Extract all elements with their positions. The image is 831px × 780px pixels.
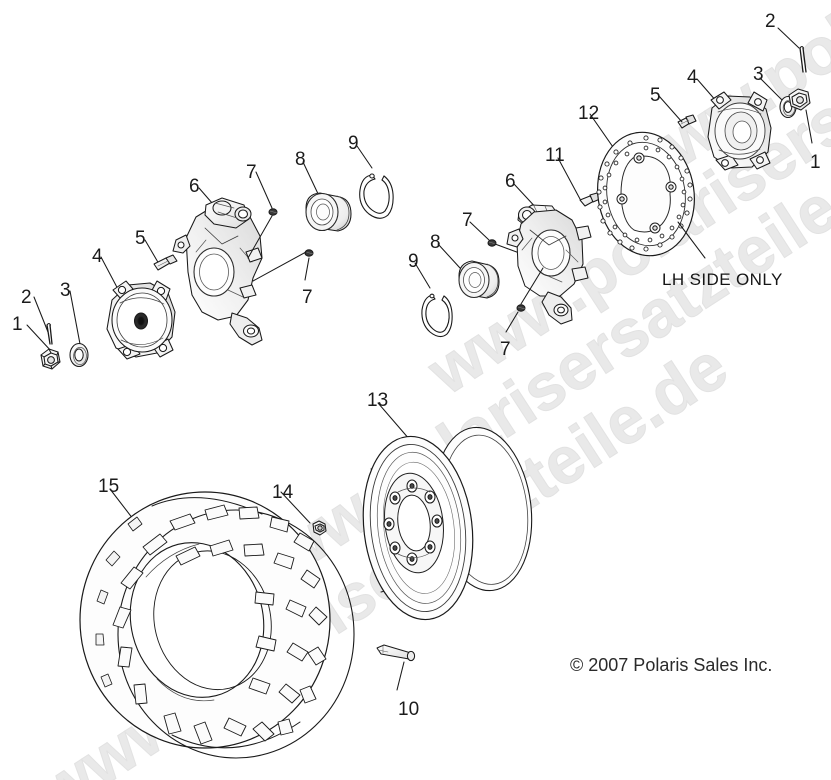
callout-hub-left: 4 <box>92 246 103 267</box>
part-washer-left <box>69 342 89 368</box>
lh-side-only-note: LH SIDE ONLY <box>662 270 783 289</box>
part-hub-bolt-left <box>153 254 178 271</box>
callout-knuckle-right: 6 <box>505 171 516 192</box>
callout-castle-nut-right: 1 <box>810 152 821 173</box>
part-castle-nut-right <box>788 88 811 111</box>
part-knuckle-right <box>506 204 592 325</box>
callout-castle-nut-left: 1 <box>12 314 23 335</box>
part-brake-disc <box>596 131 695 257</box>
part-cotter-pin-right <box>799 45 807 73</box>
part-hub-right <box>707 91 772 171</box>
callout-lug-nut: 14 <box>272 482 294 503</box>
part-snap-ring-left <box>359 173 394 219</box>
callout-cotter-pin-left: 2 <box>21 287 32 308</box>
part-wheel-rim <box>362 426 533 621</box>
part-disc-bolt <box>677 114 697 129</box>
callout-brake-disc: 12 <box>578 103 600 124</box>
callout-disc-bolt: 11 <box>545 145 565 166</box>
callout-snap-ring-right: 9 <box>408 251 419 272</box>
part-snap-ring-right <box>421 293 453 338</box>
callout-cotter-pin-right: 2 <box>765 11 776 32</box>
callout-wheel-rim: 13 <box>367 390 389 411</box>
part-disc-bolt-b <box>579 192 601 207</box>
part-wheel-bearing-left <box>305 192 352 232</box>
part-knuckle-plug-upper-left <box>268 208 278 216</box>
callout-knuckle-plug-upper-right: 7 <box>462 210 473 231</box>
callout-tire: 15 <box>98 476 120 497</box>
callout-washer-right: 3 <box>753 64 764 85</box>
part-wheel-bearing-right <box>458 260 500 299</box>
part-knuckle-left <box>172 197 263 346</box>
callout-wheel-bearing-right: 8 <box>430 232 441 253</box>
part-valve-stem-bolt <box>376 644 416 662</box>
part-knuckle-plug-lower-right <box>516 304 526 312</box>
callout-knuckle-plug-upper-left: 7 <box>246 162 257 183</box>
callout-knuckle-plug-lower-right: 7 <box>500 339 511 360</box>
callout-hub-bolt-left: 5 <box>135 228 146 249</box>
callout-hub-right: 4 <box>687 67 698 88</box>
part-cotter-pin-left <box>46 322 53 345</box>
part-knuckle-plug-upper-right <box>487 239 497 247</box>
copyright-notice: © 2007 Polaris Sales Inc. <box>570 655 773 675</box>
part-castle-nut-left <box>40 348 61 370</box>
callout-valve-stem-bolt: 10 <box>398 699 420 720</box>
callout-knuckle-plug-lower-left: 7 <box>302 287 313 308</box>
callout-knuckle-left: 6 <box>189 176 200 197</box>
callout-snap-ring-left: 9 <box>348 133 359 154</box>
part-tire <box>79 491 355 759</box>
part-knuckle-plug-lower-left <box>304 249 314 257</box>
part-lug-nut <box>312 520 327 536</box>
callout-wheel-bearing-left: 8 <box>295 149 306 170</box>
callout-washer-left: 3 <box>60 280 71 301</box>
callout-hub-bolt-right: 5 <box>650 85 661 106</box>
part-hub-left <box>106 280 176 360</box>
